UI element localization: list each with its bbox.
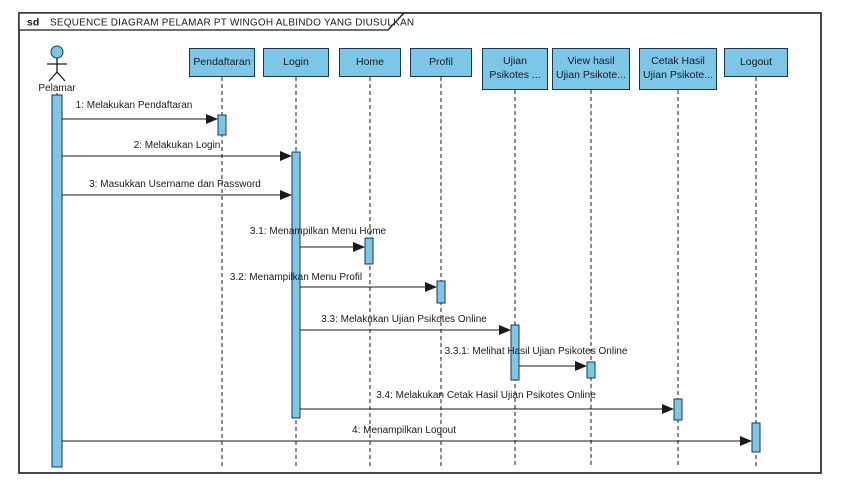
lifeline-head-ujian-psikotes: Ujian Psikotes ... (482, 48, 548, 90)
activation-home (364, 237, 374, 265)
message-3-3-1: 3.3.1: Melihat Hasil Ujian Psikotes Onli… (445, 346, 628, 371)
lifeline-head-login: Login (263, 48, 329, 77)
messages: 1: Melakukan Pendaftaran 2: Melakukan Lo… (62, 100, 752, 446)
message-3-1-label: 3.1: Menampilkan Menu Home (250, 226, 387, 237)
lifeline-head-home: Home (339, 48, 401, 77)
actor-label: Pelamar (38, 83, 76, 94)
activation-login (291, 151, 301, 419)
frame-keyword: sd (27, 17, 39, 29)
activations (51, 94, 761, 468)
lifeline-head-profil: Profil (410, 48, 472, 77)
message-3-2-arrowhead (425, 282, 437, 292)
message-3-1: 3.1: Menampilkan Menu Home (250, 226, 387, 252)
actor-leg-right (56, 71, 66, 82)
activation-logout (751, 422, 761, 453)
message-3-3: 3.3: Melakukan Ujian Psikotes Online (300, 314, 511, 335)
message-3-3-1-arrowhead (575, 361, 587, 371)
message-4: 4: Menampilkan Logout (62, 425, 752, 446)
message-3-3-arrowhead (499, 325, 511, 335)
lifeline-head-label: Pendaftaran (193, 55, 251, 68)
message-4-arrowhead (740, 436, 752, 446)
message-3-1-arrowhead (353, 242, 365, 252)
message-3-4: 3.4: Melakukan Cetak Hasil Ujian Psikote… (300, 390, 674, 414)
message-3-4-arrowhead (662, 404, 674, 414)
message-3-arrowhead (280, 190, 292, 200)
actor-head-icon (50, 45, 64, 59)
message-2: 2: Melakukan Login (62, 140, 292, 161)
activation-view-hasil (586, 361, 596, 379)
activation-pendaftaran (217, 114, 227, 136)
lifeline-head-cetak-hasil: Cetak Hasil Ujian Psikote... (639, 48, 717, 90)
message-1-arrowhead (206, 114, 218, 124)
activation-pelamar (51, 94, 63, 468)
message-3-label: 3: Masukkan Username dan Password (89, 179, 261, 190)
activation-profil (436, 280, 446, 304)
lifelines (56, 77, 757, 466)
activation-cetak-hasil (673, 398, 683, 421)
lifeline-head-label: Home (355, 55, 384, 68)
lifeline-head-label: Logout (739, 55, 773, 68)
lifeline-head-pendaftaran: Pendaftaran (189, 48, 255, 77)
message-1: 1: Melakukan Pendaftaran (62, 100, 218, 124)
frame-title: SEQUENCE DIAGRAM PELAMAR PT WINGOH ALBIN… (50, 18, 414, 29)
message-3-2-label: 3.2: Menampilkan Menu Profil (230, 272, 362, 283)
message-1-label: 1: Melakukan Pendaftaran (76, 100, 193, 111)
message-3-4-label: 3.4: Melakukan Cetak Hasil Ujian Psikote… (376, 390, 596, 401)
lifeline-head-label: Profil (429, 55, 453, 68)
lifeline-head-label: Login (283, 55, 309, 68)
message-4-label: 4: Menampilkan Logout (352, 425, 456, 436)
activation-ujian-psikotes (510, 324, 520, 381)
actor-pelamar: Pelamar (38, 45, 76, 94)
message-3-3-label: 3.3: Melakukan Ujian Psikotes Online (321, 314, 487, 325)
lifeline-head-view-hasil: View hasil Ujian Psikote... (552, 48, 630, 90)
message-2-label: 2: Melakukan Login (134, 140, 221, 151)
message-3-3-1-label: 3.3.1: Melihat Hasil Ujian Psikotes Onli… (445, 346, 628, 357)
actor-leg-left (48, 71, 58, 82)
message-3: 3: Masukkan Username dan Password (62, 179, 292, 200)
message-3-2: 3.2: Menampilkan Menu Profil (230, 272, 437, 292)
lifeline-head-label: Ujian Psikotes ... (489, 55, 541, 81)
lifeline-head-label: Cetak Hasil Ujian Psikote... (642, 55, 714, 81)
lifeline-head-logout: Logout (724, 48, 788, 77)
frame-title-tab (18, 12, 406, 31)
message-2-arrowhead (280, 151, 292, 161)
lifeline-head-label: View hasil Ujian Psikote... (555, 55, 627, 81)
frame-border (18, 12, 822, 474)
